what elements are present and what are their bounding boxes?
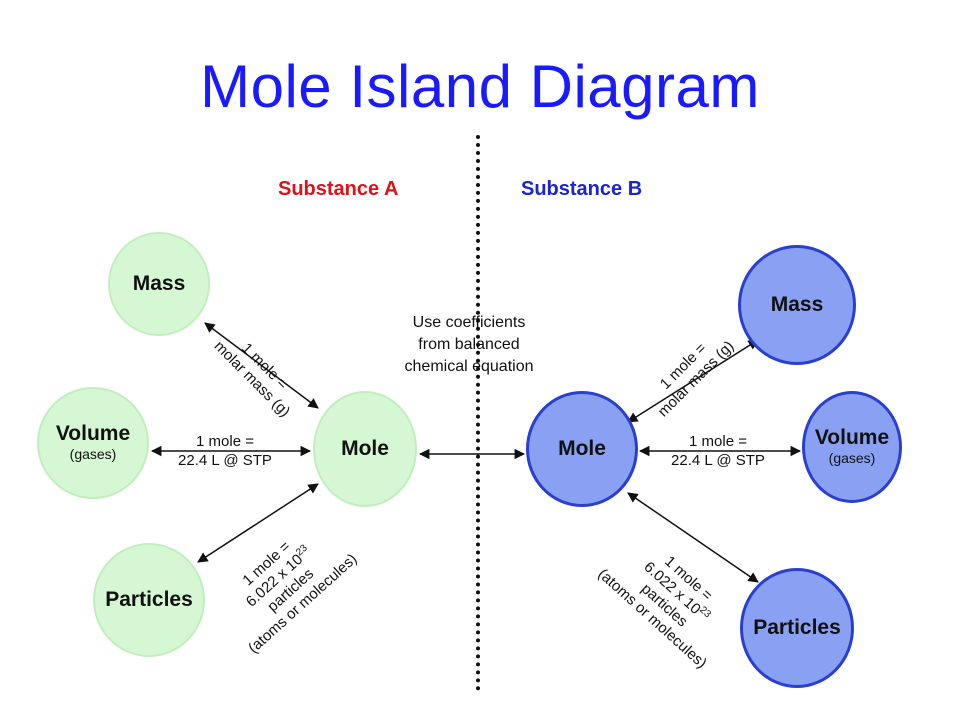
coefficient-note-line2: from balanced xyxy=(418,336,520,353)
arrow-a-particles-mole xyxy=(197,483,319,563)
conversion-a-volume: 1 mole = 22.4 L @ STP xyxy=(160,432,290,470)
conversion-a-volume-line2: 22.4 L @ STP xyxy=(178,452,272,469)
substance-a-label: Substance A xyxy=(278,178,399,200)
island-b-mass-label: Mass xyxy=(770,293,824,316)
island-a-mass: Mass xyxy=(108,232,210,336)
island-b-particles: Particles xyxy=(740,568,854,688)
arrow-b-mass-mole xyxy=(627,339,759,423)
conversion-b-volume-line1: 1 mole = xyxy=(689,433,747,450)
island-b-mole: Mole xyxy=(526,391,638,507)
arrow-a-mass-mole xyxy=(204,322,319,409)
substance-b-label: Substance B xyxy=(521,178,643,200)
island-b-volume-sublabel: (gases) xyxy=(828,450,876,466)
coefficient-note-line1: Use coefficients xyxy=(412,314,526,331)
coefficient-note: Use coefficients from balanced chemical … xyxy=(376,312,562,378)
island-a-mass-label: Mass xyxy=(132,272,186,295)
island-b-volume: Volume (gases) xyxy=(802,391,902,503)
island-a-volume-sublabel: (gases) xyxy=(69,446,117,462)
island-b-particles-label: Particles xyxy=(753,616,841,639)
conversion-b-volume-line2: 22.4 L @ STP xyxy=(671,452,765,469)
island-a-volume: Volume (gases) xyxy=(37,387,149,499)
arrow-b-particles-mole xyxy=(627,492,759,583)
island-a-particles-label: Particles xyxy=(105,588,193,611)
page-title: Mole Island Diagram xyxy=(200,53,760,120)
island-a-mole-label: Mole xyxy=(341,437,389,460)
island-a-mole: Mole xyxy=(313,391,417,507)
island-a-volume-label: Volume xyxy=(55,422,131,445)
coefficient-note-line3: chemical equation xyxy=(404,358,534,375)
island-b-mass: Mass xyxy=(738,245,856,365)
substance-divider xyxy=(476,135,480,691)
conversion-b-volume: 1 mole = 22.4 L @ STP xyxy=(648,432,788,470)
island-a-particles: Particles xyxy=(93,543,205,657)
conversion-a-volume-line1: 1 mole = xyxy=(196,433,254,450)
island-b-volume-label: Volume xyxy=(814,426,890,449)
island-b-mole-label: Mole xyxy=(558,437,606,460)
